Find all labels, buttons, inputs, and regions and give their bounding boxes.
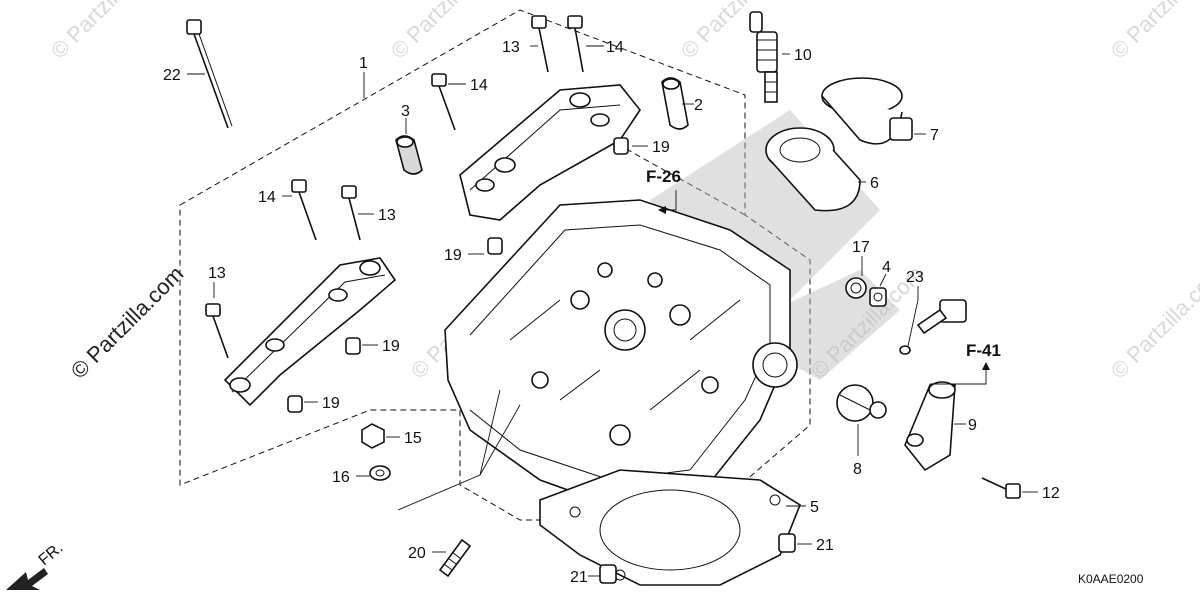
dowel-21a [778,533,796,553]
insulator-6 [765,127,861,212]
callout-14b: 14 [470,77,488,94]
bolt-12 [981,477,1021,499]
callout-9: 9 [968,417,977,434]
callout-19b: 19 [444,247,462,264]
front-indicator: FR. [6,539,66,590]
watermark-main: © Partzilla.com [66,261,189,384]
ref-f41: F-41 [966,341,1001,360]
ref-f41-group: F-41 [930,341,1001,385]
callout-13b: 13 [378,207,396,224]
callout-19d: 19 [322,395,340,412]
callout-19a: 19 [652,139,670,156]
thermostat-8 [836,384,887,422]
washer-16 [369,465,391,481]
watermark-text: © Partzilla.com [386,0,509,64]
callout-5: 5 [810,499,819,516]
callout-8: 8 [853,461,862,478]
watermark-text: © Partzilla.com [46,0,169,64]
dowel-19c [345,337,361,355]
callout-19c: 19 [382,338,400,355]
diagram-code: K0AAE0200 [1078,572,1144,586]
dowel-19a [613,137,629,155]
water-port [752,342,798,388]
sensor-23 [899,299,967,355]
callout-15: 15 [404,430,422,447]
callout-21b: 21 [570,569,588,586]
ref-f26-group: F-26 [646,167,681,214]
callout-13c: 13 [208,265,226,282]
callout-2: 2 [694,97,703,114]
sleeve-2 [661,77,689,130]
camshaft-holder-upper [459,84,641,221]
callout-4: 4 [882,259,891,276]
watermark-text: © Partzilla.com [1106,261,1200,384]
callout-3: 3 [401,103,410,120]
clamp-band-7 [821,77,913,145]
callout-21a: 21 [816,537,834,554]
callout-14a: 14 [606,39,624,56]
dowel-19d [287,395,303,413]
bolt-4 [869,287,887,307]
bolt-14-left [291,179,317,241]
callout-23: 23 [906,269,924,286]
leader-lines [187,45,1038,577]
callouts: 1 2 3 4 5 6 7 8 9 10 12 13 13 13 14 14 1… [163,39,1060,586]
callout-10: 10 [794,47,812,64]
bolt-13-left-bottom [205,303,229,359]
camshaft-holder-lower [223,257,397,407]
bolt-13-upper [531,15,549,73]
nut-15 [361,423,385,449]
bolt-14-upper-left [431,73,456,131]
callout-16: 16 [332,469,350,486]
callout-12: 12 [1042,485,1060,502]
callout-20: 20 [408,545,426,562]
callout-1: 1 [359,55,368,72]
cylinder-head [444,199,791,506]
washer-17 [845,277,867,299]
bolt-14-upper-right [567,15,584,73]
spark-plug-10 [749,11,778,103]
watermark-text: © Partzilla.com [676,0,799,64]
stud-20 [438,538,472,578]
ref-f26: F-26 [646,167,681,186]
dowel-21b [599,564,617,584]
bolt-13-left-top [341,185,361,241]
head-gasket [539,469,801,586]
front-label: FR. [36,539,67,569]
callout-6: 6 [870,175,879,192]
dowel-19b [487,237,503,255]
callout-13a: 13 [502,39,520,56]
callout-14c: 14 [258,189,276,206]
water-outlet-9 [904,381,956,472]
callout-7: 7 [930,127,939,144]
callout-17: 17 [852,239,870,256]
sleeve-3 [395,135,423,175]
bolt-22 [186,19,233,129]
callout-22: 22 [163,67,181,84]
watermark-text: © Partzilla.com [1106,0,1200,64]
